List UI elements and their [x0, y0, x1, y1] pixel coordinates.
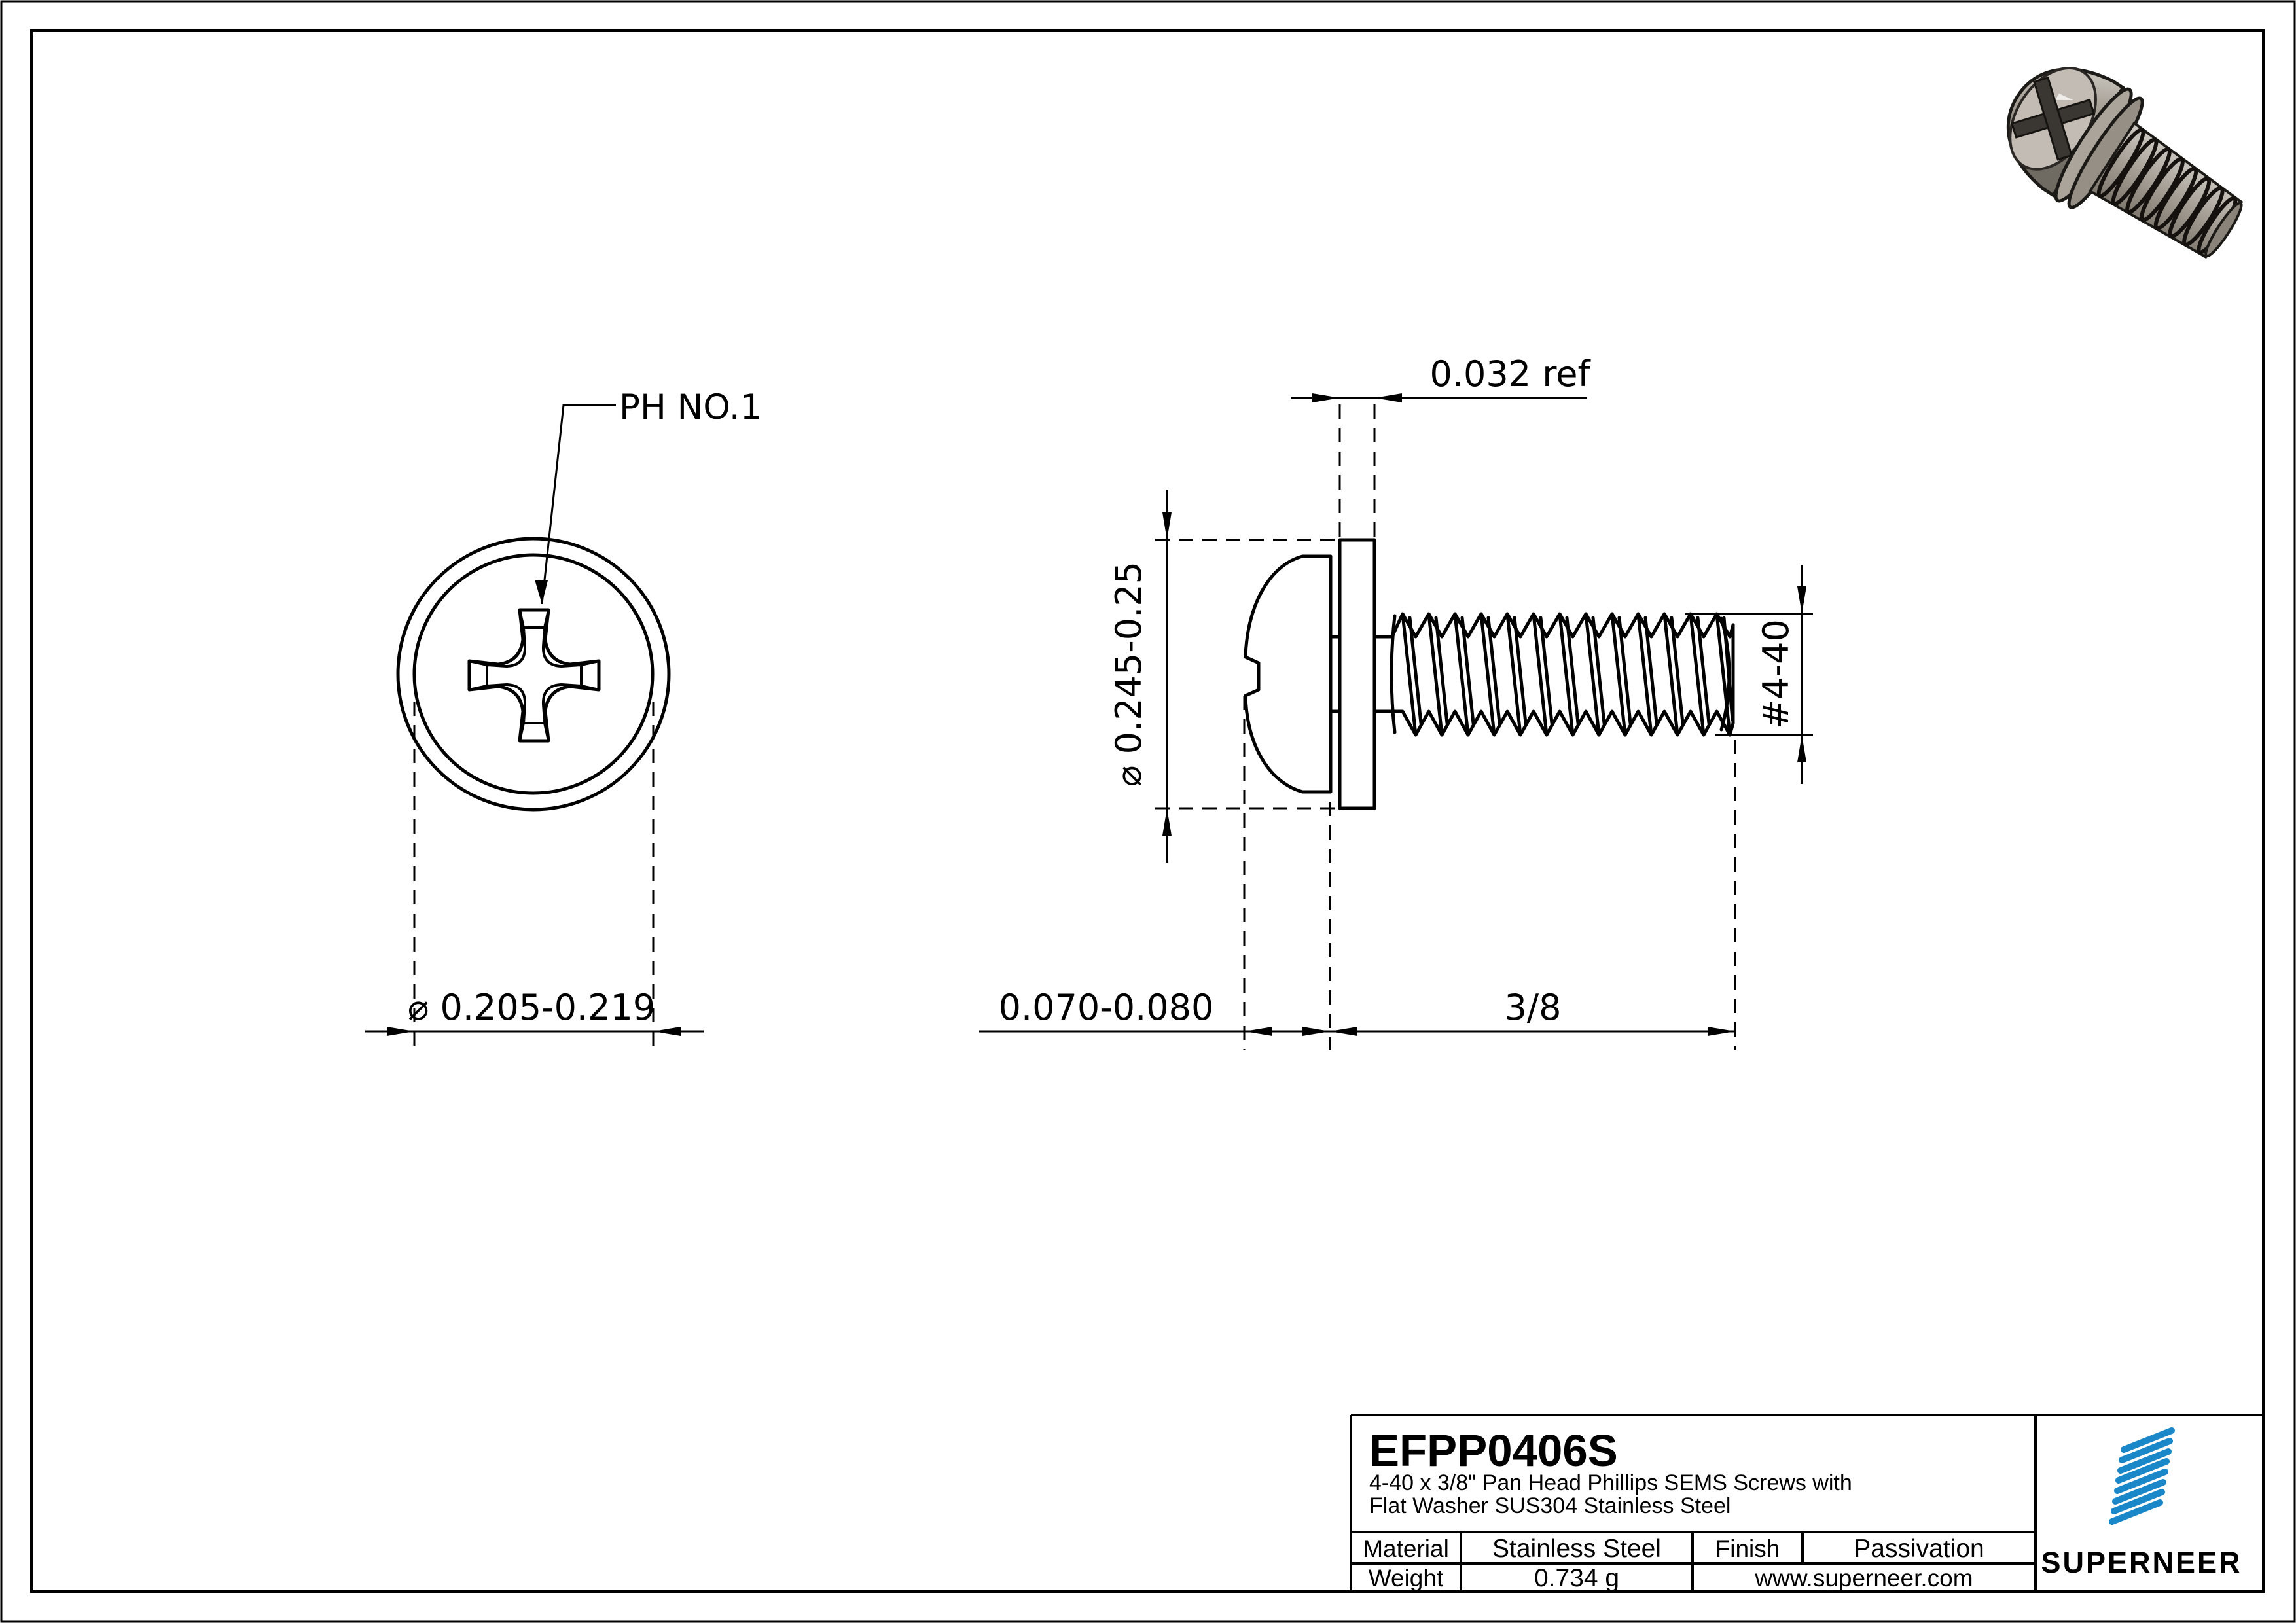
shank-lines — [1329, 635, 1394, 713]
description-line-1: 4-40 x 3/8" Pan Head Phillips SEMS Screw… — [1369, 1471, 1852, 1495]
side-view: 0.032 ref ⌀ 0.245-0.25 #4-40 0.070-0.080… — [979, 353, 1813, 1050]
thread-size-dim: #4-40 — [1755, 619, 1797, 729]
drive-label: PH NO.1 — [619, 387, 762, 427]
phillips-slot-icon — [2033, 76, 2073, 161]
dim-arrow-icon — [1330, 1027, 1357, 1036]
washer-outline-circle — [396, 537, 671, 812]
brand-logo: SUPERNEER — [2041, 1427, 2242, 1579]
material-value: Stainless Steel — [1492, 1535, 1661, 1563]
dim-arrow-icon — [1374, 393, 1402, 402]
dim-arrow-icon — [1708, 1027, 1735, 1036]
title-block: EFPP0406S 4-40 x 3/8" Pan Head Phillips … — [1350, 1414, 2263, 1592]
washer-thickness-dim: 0.032 ref — [1429, 353, 1591, 395]
ext-line — [1685, 613, 1813, 736]
finish-label: Finish — [1715, 1535, 1780, 1562]
head-diameter-dim: ⌀ 0.205-0.219 — [408, 987, 655, 1028]
weight-label: Weight — [1369, 1565, 1444, 1592]
brand-logo-stripes-icon — [2109, 1427, 2175, 1525]
recess-glint — [2055, 93, 2073, 100]
material-label: Material — [1363, 1535, 1449, 1562]
phillips-cross-inner — [468, 609, 600, 742]
dim-arrow-icon — [1162, 512, 1172, 540]
ext-line — [1155, 539, 1336, 810]
dim-arrow-icon — [1797, 735, 1806, 762]
three-d-render — [2006, 66, 2244, 259]
dim-arrow-icon — [1162, 808, 1172, 836]
drive-leader-arrow-icon — [535, 580, 548, 604]
weight-value: 0.734 g — [1534, 1564, 1619, 1592]
thread-length-dim: 3/8 — [1505, 987, 1562, 1028]
thread-profile — [1390, 612, 1735, 737]
drawing-frame — [30, 29, 2265, 1593]
dim-arrow-icon — [1797, 586, 1806, 614]
thread-flank-lines — [1401, 612, 1734, 737]
dim-arrow-icon — [653, 1027, 681, 1036]
dim-arrow-icon — [1302, 1027, 1330, 1036]
part-number: EFPP0406S — [1369, 1425, 1618, 1476]
brand-name: SUPERNEER — [2041, 1546, 2242, 1579]
dim-arrow-icon — [1245, 1027, 1272, 1036]
phillips-cross-outer — [467, 608, 601, 743]
description-line-2: Flat Washer SUS304 Stainless Steel — [1369, 1493, 1731, 1518]
washer-profile — [1338, 538, 1376, 810]
dim-arrow-icon — [1312, 393, 1340, 402]
head-outline-circle — [412, 553, 655, 795]
thread-runout — [1390, 614, 1397, 734]
dim-arrow-icon — [387, 1027, 414, 1036]
render-shaft — [2088, 121, 2244, 259]
render-thread-ridges — [2096, 128, 2238, 255]
ext-line — [1243, 696, 1736, 1050]
finish-value: Passivation — [1854, 1535, 1984, 1563]
head-profile — [1244, 554, 1333, 794]
front-view: PH NO.1 ⌀ 0.205-0.219 — [365, 387, 762, 1050]
render-shaft-end — [2204, 202, 2243, 258]
render-phillips-recess — [2011, 76, 2095, 161]
washer-diameter-dim: ⌀ 0.245-0.25 — [1108, 562, 1149, 787]
title-block-grid — [1350, 1414, 2263, 1592]
head-height-dim: 0.070-0.080 — [999, 987, 1214, 1028]
ext-line — [1338, 404, 1376, 537]
website-link[interactable]: www.superneer.com — [1754, 1565, 1973, 1592]
drive-leader-line — [541, 404, 616, 605]
